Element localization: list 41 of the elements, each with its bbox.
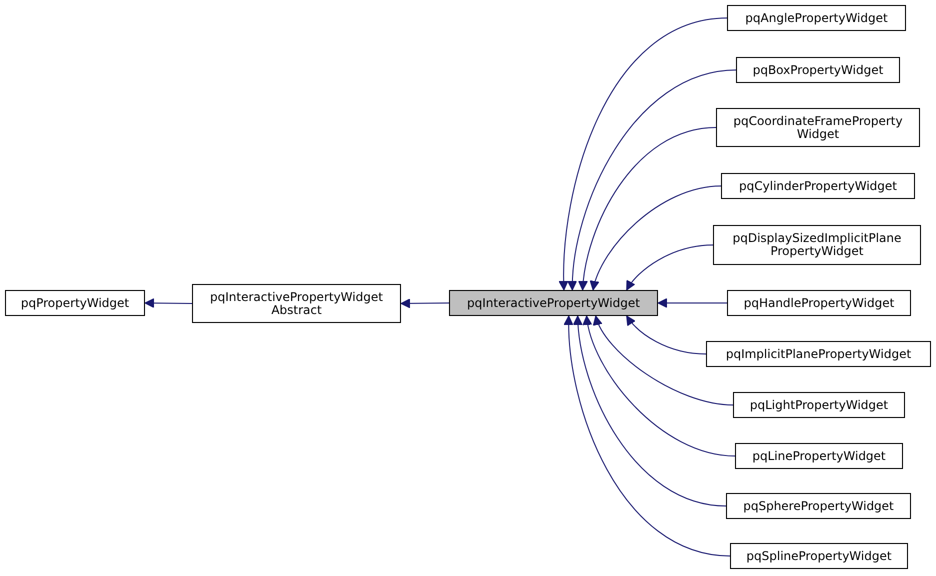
class-name: pqSplinePropertyWidget	[746, 550, 892, 562]
class-box	[736, 57, 900, 83]
inheritance-arrow	[658, 298, 728, 308]
class-name: pqImplicitPlanePropertyWidget	[726, 348, 912, 360]
inheritance-arrow	[578, 127, 716, 290]
class-box	[5, 290, 145, 316]
class-box	[735, 443, 903, 469]
inheritance-arrow	[590, 186, 722, 290]
class-name: pqInteractivePropertyWidget Abstract	[209, 290, 384, 316]
class-box	[727, 290, 911, 316]
class-name: pqHandlePropertyWidget	[744, 296, 894, 310]
class-name: pqLinePropertyWidget	[752, 450, 886, 462]
inheritance-arrow	[558, 18, 728, 290]
class-box	[733, 392, 905, 418]
class-box	[727, 5, 906, 31]
class-name: pqLightPropertyWidget	[750, 398, 888, 412]
inheritance-arrow	[626, 244, 714, 290]
class-name: pqPropertyWidget	[20, 296, 130, 310]
class-name: pqDisplaySizedImplicitPlane PropertyWidget	[732, 232, 902, 258]
class-name: pqSpherePropertyWidget	[743, 500, 894, 512]
class-name: pqInteractivePropertyWidget	[467, 296, 640, 310]
class-box	[192, 284, 401, 323]
inheritance-arrow	[568, 70, 736, 290]
class-box	[726, 493, 911, 519]
class-name: pqBoxPropertyWidget	[752, 64, 884, 76]
class-name: pqCylinderPropertyWidget	[739, 180, 897, 192]
inheritance-arrow	[564, 316, 730, 556]
class-name: pqCoordinateFrameProperty Widget	[732, 114, 904, 140]
class-box	[449, 290, 658, 316]
class-box	[716, 108, 920, 147]
inheritance-arrow	[583, 316, 736, 456]
inheritance-arrow	[626, 316, 706, 354]
inheritance-arrow	[400, 298, 450, 308]
class-box	[721, 173, 915, 199]
class-box	[713, 225, 921, 265]
class-box	[730, 543, 908, 569]
inheritance-arrow	[573, 316, 726, 506]
class-box	[706, 341, 931, 367]
class-name: pqAnglePropertyWidget	[745, 12, 888, 24]
inheritance-arrow	[144, 298, 192, 308]
inheritance-arrow	[594, 316, 734, 406]
